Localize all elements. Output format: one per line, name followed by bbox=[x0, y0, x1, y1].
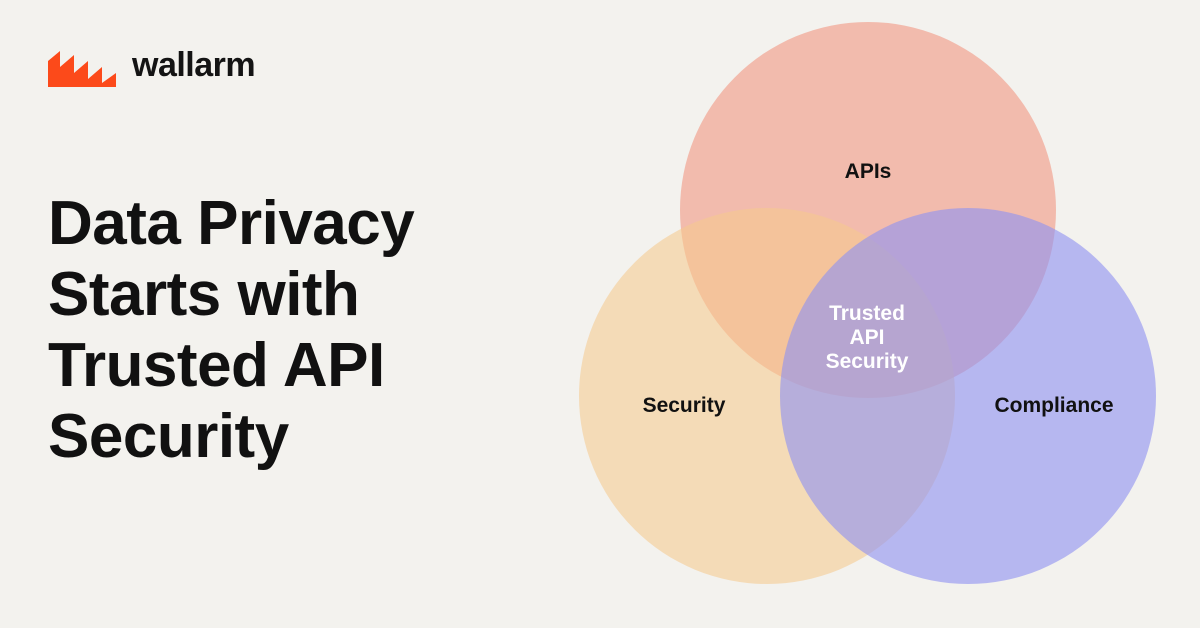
intersection-label-line-1: Trusted bbox=[829, 302, 905, 325]
security-label: Security bbox=[643, 394, 726, 417]
compliance-circle bbox=[780, 208, 1156, 584]
compliance-label: Compliance bbox=[994, 394, 1113, 417]
headline-line-1: Data Privacy bbox=[48, 189, 415, 258]
headline-line-2: Starts with bbox=[48, 260, 360, 329]
headline-line-3: Trusted API bbox=[48, 331, 385, 400]
brand-name: wallarm bbox=[132, 46, 256, 84]
apis-label: APIs bbox=[845, 160, 892, 183]
brand-logo: wallarm bbox=[48, 46, 256, 87]
logo-mark-shape bbox=[48, 51, 116, 87]
headline-line-4: Security bbox=[48, 402, 289, 471]
page-headline: Data Privacy Starts with Trusted API Sec… bbox=[48, 188, 548, 472]
intersection-label-line-2: API bbox=[849, 326, 884, 349]
wallarm-logo-icon bbox=[48, 47, 116, 87]
intersection-label-line-3: Security bbox=[826, 350, 909, 373]
